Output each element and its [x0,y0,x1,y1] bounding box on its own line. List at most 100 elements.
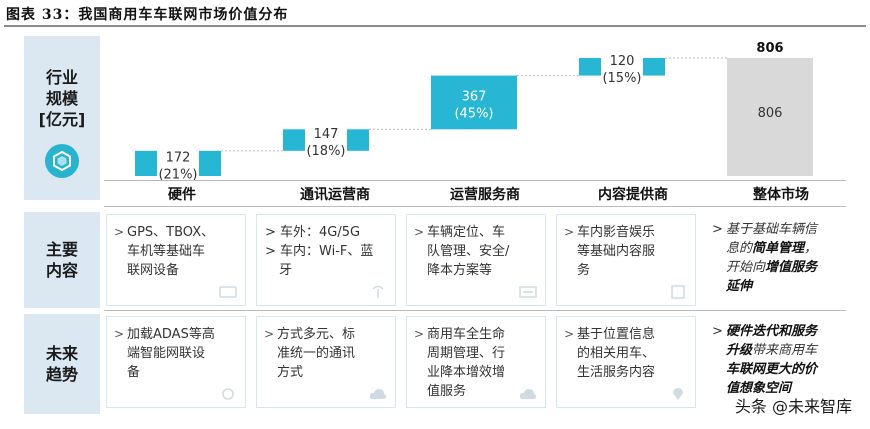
cell-line: 端智能网联设 [127,346,206,361]
waterfall-chart: 172 (21%) 147 (18%) 367 (45%) 120 (15%) 806 806 [135,41,813,182]
cell-line: 方式 [277,365,304,380]
bullet-arrow-icon: > [712,324,723,339]
bullet-arrow-icon: > [414,327,425,341]
content-cell-hardware: > GPS、TBOX、 车机等基础车 联网设备 [106,214,246,306]
cell-line: GPS、TBOX、 [127,225,215,240]
cell-line: 车内影音娱乐 [577,225,656,240]
trend-summary: > 硬件迭代和服务 升级带来商用车 车联网更大的价 值想象空间 [708,322,858,414]
column-header-telecom: 通讯运营商 [300,187,370,203]
content-cell-telecom: > 车外：4G/5G > 车内：Wi-F、蓝 牙 [256,214,396,306]
summary-line: 延伸 [726,277,858,296]
cell-line: 联网设备 [127,263,180,278]
bar-share-label: (15%) [602,71,641,86]
cell-line: 业降本增效增 [427,365,506,380]
cell-line: > 车外：4G/5G [265,223,389,242]
total-bar [727,58,813,176]
cube-icon [45,143,79,178]
trend-cell-hardware: > 加载ADAS等高 端智能网联设 备 [106,316,246,408]
side-label-line: [亿元] [38,109,86,129]
cell-line: 备 [127,365,141,380]
content-cell-content: > 车内影音娱乐 等基础内容服 务 [556,214,696,306]
summary-line: 升级带来商用车 [726,341,858,360]
column-header-content: 内容提供商 [598,187,668,203]
cell-line: 加载ADAS等高 [127,327,215,342]
cell-line-text: 车内：Wi-F、蓝 [280,244,374,259]
cell-line: 的相关用车、 [577,346,656,361]
cell-line: > 车内：Wi-F、蓝 [265,242,389,261]
total-inner-label: 806 [758,106,783,121]
summary-text: 开始向 [726,260,766,275]
cell-line: 值服务 [427,384,467,399]
summary-line: 开始向增值服务 [726,258,858,277]
device-icon [219,286,237,298]
bullet-arrow-icon: > [414,225,425,239]
side-label-line: 行业 [45,67,78,87]
column-header-hardware: 硬件 [168,187,196,203]
side-label-line: 趋势 [45,365,78,384]
summary-bold-text: 延伸 [726,279,753,294]
bullet-arrow-icon: > [564,327,575,341]
label-gap [305,128,347,152]
cell-line: 基于位置信息 [577,327,656,342]
cloud-icon [369,389,387,399]
side-label-line: 主要 [45,240,78,259]
bullet-arrow-icon: > [114,327,125,341]
bar-value-label: 172 [166,150,191,165]
cell-line: 商用车全生命 [427,327,506,342]
cell-line: 牙 [279,263,293,278]
cell-line: 生活服务内容 [577,365,656,380]
media-icon [671,285,685,299]
location-icon [673,388,683,400]
side-label-content: 主要 内容 [24,212,100,308]
summary-bold-text: 升级 [726,343,753,358]
summary-line: 车联网更大的价 [726,360,858,379]
summary-bold-text: 增值服务 [765,260,818,275]
bullet-arrow-icon: > [564,225,575,239]
bullet-arrow-icon: > [114,225,125,239]
dashboard-icon [519,286,537,298]
bar-value-label: 367 [462,89,487,104]
total-value-label: 806 [756,41,783,56]
cell-line: 务 [577,263,591,278]
side-label-trend: 未来 趋势 [24,314,100,414]
bar-share-label: (18%) [306,144,345,159]
cell-line: 车机等基础车 [127,244,206,259]
trend-cell-telecom: > 方式多元、标 准统一的通讯 方式 [256,316,396,408]
header-divider [104,206,846,207]
watermark: 头条 @未来智库 [734,393,852,417]
label-gap [601,57,643,77]
side-label-chart: 行业 规模 [亿元] [24,44,100,200]
cell-line: 周期管理、行 [427,346,506,361]
summary-line: 硬件迭代和服务 [726,322,858,341]
side-cap [24,36,100,44]
summary-line: 基于基础车辆信 [726,220,858,239]
chip-icon [222,388,234,400]
bar-share-label: (21%) [158,167,197,182]
bar-value-label: 120 [610,54,635,69]
row-divider [104,310,846,311]
cell-line: 准统一的通讯 [277,346,356,361]
cloud-icon [519,389,537,399]
bar-value-label: 147 [314,127,339,142]
cell-line: 队管理、安全/ [427,244,510,259]
cell-line-text: 车外：4G/5G [280,225,361,240]
bullet-arrow-icon: > [265,225,281,240]
title-divider [4,25,866,27]
bullet-arrow-icon: > [265,244,281,259]
summary-text: 基于基础车辆信 [726,222,818,237]
bullet-arrow-icon: > [264,327,275,341]
cell-line: 车辆定位、车 [427,225,506,240]
summary-text: 带来商用车 [752,343,818,358]
content-summary: > 基于基础车辆信 息的简单管理， 开始向增值服务 延伸 [708,220,858,312]
cell-line: 等基础内容服 [577,244,656,259]
summary-bold-text: 简单管理 [752,241,805,256]
column-header-total: 整体市场 [753,187,809,203]
summary-text: 息的 [726,241,753,256]
content-cell-service: > 车辆定位、车 队管理、安全/ 降本方案等 [406,214,546,306]
label-gap [157,149,199,177]
cell-line: 降本方案等 [427,263,493,278]
trend-cell-service: > 商用车全生命 周期管理、行 业降本增效增 值服务 [406,316,546,408]
bar-share-label: (45%) [454,106,493,121]
waterfall-bar [431,75,517,130]
cell-line: 方式多元、标 [277,327,356,342]
